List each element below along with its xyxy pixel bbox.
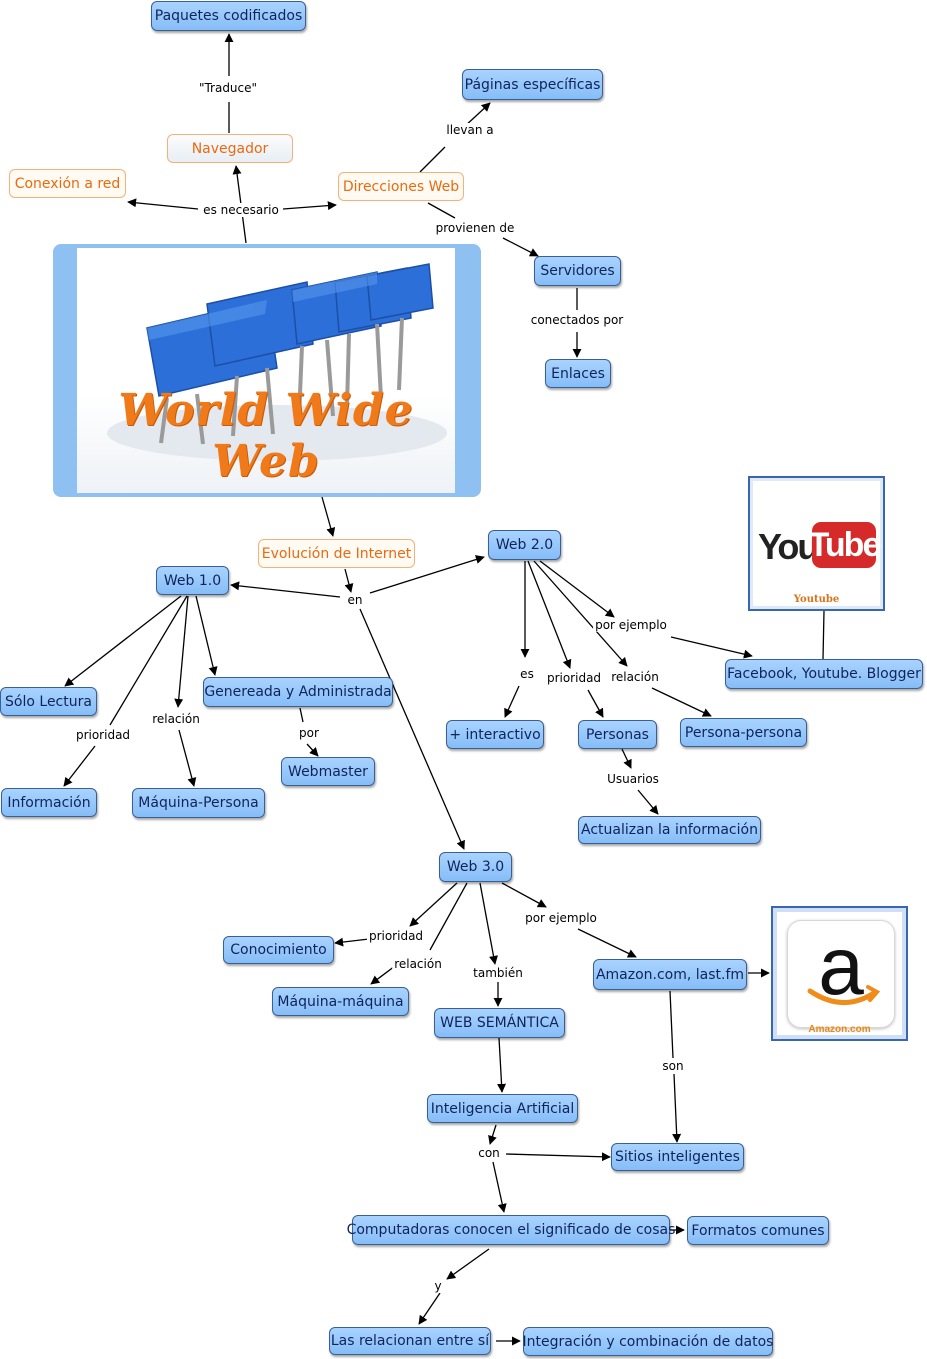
node-webmaster[interactable]: Webmaster — [281, 757, 375, 786]
node-navegador[interactable]: Navegador — [167, 134, 293, 163]
label-con: con — [476, 1146, 502, 1160]
node-web-semantica[interactable]: WEB SEMÁNTICA — [434, 1008, 565, 1038]
node-web-3-0[interactable]: Web 3.0 — [439, 852, 512, 882]
node-informacion[interactable]: Información — [1, 788, 97, 817]
node-maquina-maquina[interactable]: Máquina-máquina — [272, 987, 409, 1016]
node-inteligencia-artificial[interactable]: Inteligencia Artificial — [427, 1094, 578, 1123]
node-generada-y-administrada[interactable]: Genereada y Administrada — [203, 677, 393, 707]
label-provienen-de: provienen de — [433, 221, 517, 235]
www-letters-illustration — [107, 263, 447, 461]
node-solo-lectura[interactable]: Sólo Lectura — [0, 687, 97, 716]
amazon-smile-icon — [807, 985, 881, 1005]
label-por: por — [297, 726, 321, 740]
youtube-logo-image: You Tube Youtube — [748, 476, 885, 611]
label-por-ejemplo-web3: por ejemplo — [523, 911, 599, 925]
label-prioridad-web3: prioridad — [366, 929, 426, 943]
node-personas[interactable]: Personas — [578, 720, 657, 749]
label-y: y — [432, 1279, 444, 1293]
node-conocimiento[interactable]: Conocimiento — [223, 936, 334, 964]
youtube-you-text: You — [758, 526, 819, 567]
label-en: en — [345, 593, 365, 607]
node-facebook-youtube-blogger[interactable]: Facebook, Youtube. Blogger — [725, 659, 923, 689]
amazon-logo-image: a Amazon.com — [771, 906, 908, 1041]
label-por-ejemplo-web2: por ejemplo — [593, 618, 669, 632]
node-direcciones-web[interactable]: Direcciones Web — [338, 172, 464, 201]
node-sitios-inteligentes[interactable]: Sitios inteligentes — [611, 1143, 744, 1171]
youtube-tube-badge: Tube — [809, 522, 881, 568]
node-web-2-0[interactable]: Web 2.0 — [488, 530, 561, 560]
node-integracion-de-datos[interactable]: Integración y combinación de datos — [523, 1327, 773, 1356]
www-title-text: World Wide Web — [118, 385, 414, 487]
node-formatos-comunes[interactable]: Formatos comunes — [687, 1216, 829, 1245]
node-mas-interactivo[interactable]: + interactivo — [446, 720, 544, 749]
label-relacion-web3: relación — [392, 957, 444, 971]
label-prioridad-web1: prioridad — [73, 728, 133, 742]
node-servidores[interactable]: Servidores — [534, 256, 621, 286]
label-conectados-por: conectados por — [528, 313, 626, 327]
amazon-app-tile: a — [787, 920, 895, 1028]
node-maquina-persona[interactable]: Máquina-Persona — [132, 788, 265, 818]
label-tambien: también — [471, 966, 525, 980]
node-web-1-0[interactable]: Web 1.0 — [156, 566, 229, 595]
node-paquetes-codificados[interactable]: Paquetes codificados — [151, 1, 306, 31]
youtube-caption: Youtube — [793, 594, 840, 605]
label-traduce: "Traduce" — [196, 81, 260, 95]
node-conexion-a-red[interactable]: Conexión a red — [9, 169, 126, 198]
node-paginas-especificas[interactable]: Páginas específicas — [462, 69, 603, 100]
label-relacion-web1: relación — [150, 712, 202, 726]
node-actualizan-la-informacion[interactable]: Actualizan la información — [578, 816, 761, 844]
node-las-relacionan-entre-si[interactable]: Las relacionan entre sí — [329, 1327, 491, 1355]
amazon-caption: Amazon.com — [808, 1024, 871, 1035]
node-evolucion-de-internet[interactable]: Evolución de Internet — [258, 539, 415, 568]
node-persona-persona[interactable]: Persona-persona — [680, 718, 807, 747]
node-enlaces[interactable]: Enlaces — [545, 359, 611, 388]
label-prioridad-web2: prioridad — [544, 671, 604, 685]
node-computadoras-conocen[interactable]: Computadoras conocen el significado de c… — [347, 1215, 675, 1245]
label-usuarios: Usuarios — [605, 772, 661, 786]
node-amazon-lastfm[interactable]: Amazon.com, last.fm — [593, 959, 747, 990]
label-relacion-web2: relación — [609, 670, 661, 684]
label-llevan-a: llevan a — [444, 123, 496, 137]
world-wide-web-image: World Wide Web — [53, 244, 481, 497]
label-es-necesario: es necesario — [201, 203, 281, 217]
label-son: son — [660, 1059, 686, 1073]
label-es: es — [518, 667, 536, 681]
